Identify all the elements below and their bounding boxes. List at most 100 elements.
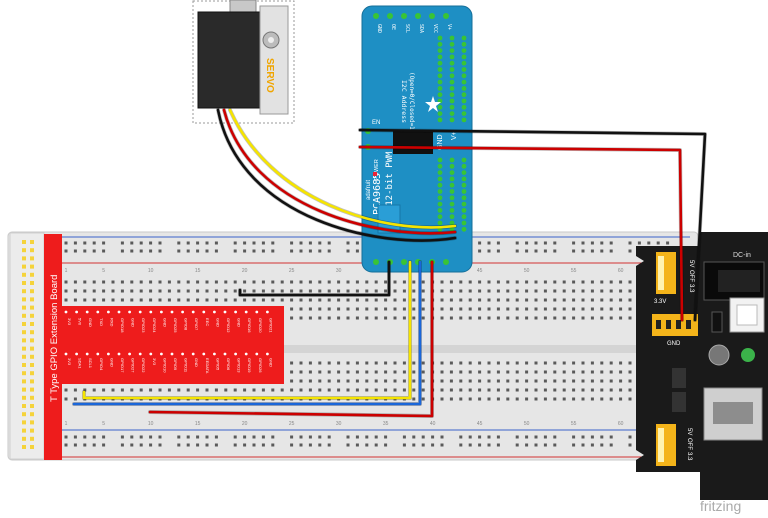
gpio-pin-dot [160, 310, 163, 314]
voltage-regulator [672, 368, 686, 388]
breadboard-hole [609, 307, 613, 311]
breadboard-hole [177, 435, 181, 439]
breadboard-hole [139, 388, 143, 392]
gpio-header-pin [30, 264, 34, 269]
gpio-header-pin [22, 404, 26, 408]
breadboard-hole [290, 435, 294, 439]
pwm-channel-pin [461, 195, 467, 201]
pwm-power-led [373, 172, 377, 176]
breadboard-hole [64, 280, 68, 284]
pwm-channel-pin [449, 189, 455, 194]
pwm-channel-pin [449, 214, 455, 220]
breadboard-hole [120, 280, 124, 284]
breadboard-hole [421, 379, 425, 383]
column-number: 15 [195, 268, 201, 274]
breadboard-hole [609, 435, 613, 439]
pwm-power-label: POWER [374, 159, 380, 180]
breadboard-hole [355, 241, 359, 245]
breadboard-hole [186, 298, 190, 302]
breadboard-hole [525, 307, 529, 311]
breadboard-hole [365, 435, 369, 439]
gpio-pin-labels: 3V33V35V0SDA1GNDSCL1TXDGPIO4RXDGNDGPIO18… [64, 310, 273, 374]
gpio-pin-dot [213, 310, 216, 314]
breadboard-hole [543, 298, 547, 302]
gpio-pin-dot [266, 310, 269, 314]
breadboard-hole [167, 388, 171, 392]
vcc-red-wire[interactable] [148, 260, 434, 418]
breadboard-hole [64, 289, 68, 293]
breadboard-hole [299, 379, 303, 383]
gpio-pin-label: GPIO5 [215, 358, 220, 371]
breadboard-hole [327, 241, 331, 245]
pwm-channel-pin [437, 195, 443, 201]
breadboard-hole [449, 361, 453, 365]
breadboard-hole [628, 379, 632, 383]
breadboard-hole [252, 443, 256, 447]
gpio-pin-dot [107, 352, 110, 356]
breadboard-hole [102, 435, 106, 439]
breadboard-hole [308, 249, 312, 253]
gpio-pin-label: GPIO25 [173, 318, 178, 333]
sda-yellow-wire[interactable] [82, 260, 412, 400]
breadboard-hole [478, 379, 482, 383]
breadboard-hole [365, 298, 369, 302]
breadboard-hole [496, 241, 500, 245]
breadboard-hole [525, 397, 529, 401]
breadboard-hole [581, 249, 585, 253]
power-switch-button[interactable] [736, 304, 758, 326]
breadboard-hole [271, 388, 275, 392]
breadboard-hole [402, 443, 406, 447]
breadboard-hole [73, 289, 77, 293]
breadboard-hole [149, 388, 153, 392]
breadboard-hole [337, 307, 341, 311]
breadboard-hole [83, 443, 87, 447]
breadboard-hole [186, 443, 190, 447]
breadboard-hole [102, 241, 106, 245]
pwm-gnd-wire[interactable] [238, 260, 391, 297]
breadboard-hole [459, 307, 463, 311]
gpio-pin-dot [107, 310, 110, 314]
breadboard-hole [355, 379, 359, 383]
pwm-channel-pin [437, 60, 443, 66]
breadboard-hole [346, 443, 350, 447]
gpio-pin-label: GPIO6 [226, 358, 231, 371]
servo-black-wire[interactable] [216, 108, 457, 242]
power-output-header[interactable] [652, 314, 698, 336]
gpio-pin-label: GPIO22 [141, 358, 146, 373]
pwm-channel-pin [449, 163, 455, 169]
breadboard-hole [73, 435, 77, 439]
breadboard-hole [346, 370, 350, 374]
scl-blue-wire[interactable] [72, 260, 422, 406]
gpio-pin-label: GND [109, 358, 114, 367]
breadboard-hole [525, 280, 529, 284]
breadboard-hole [449, 289, 453, 293]
pwm-header-pin [373, 13, 379, 19]
breadboard-hole [290, 249, 294, 253]
breadboard-hole [205, 298, 209, 302]
gpio-pin-label: 3V3 [152, 358, 157, 366]
breadboard-hole [515, 379, 519, 383]
power-black-wire[interactable] [358, 128, 707, 322]
gpio-header-pin [22, 371, 26, 376]
breadboard-hole [609, 249, 613, 253]
breadboard-hole [327, 316, 331, 320]
pwm-header-pin [415, 13, 421, 19]
breadboard-hole [619, 361, 623, 365]
breadboard-hole [581, 316, 585, 320]
breadboard-hole [308, 298, 312, 302]
breadboard-hole [290, 370, 294, 374]
breadboard-hole [412, 307, 416, 311]
breadboard-hole [562, 316, 566, 320]
breadboard-hole [534, 280, 538, 284]
breadboard-hole [158, 443, 162, 447]
servo-red-wire[interactable] [222, 108, 457, 235]
breadboard-hole [487, 361, 491, 365]
pwm-channel-pin [449, 208, 455, 213]
breadboard-hole [139, 435, 143, 439]
breadboard-hole [384, 298, 388, 302]
servo-yellow-wire[interactable] [228, 108, 457, 229]
breadboard-hole [590, 397, 594, 401]
breadboard-hole [355, 280, 359, 284]
pwm-channel-pin [461, 98, 467, 104]
power-red-wire[interactable] [358, 145, 684, 322]
